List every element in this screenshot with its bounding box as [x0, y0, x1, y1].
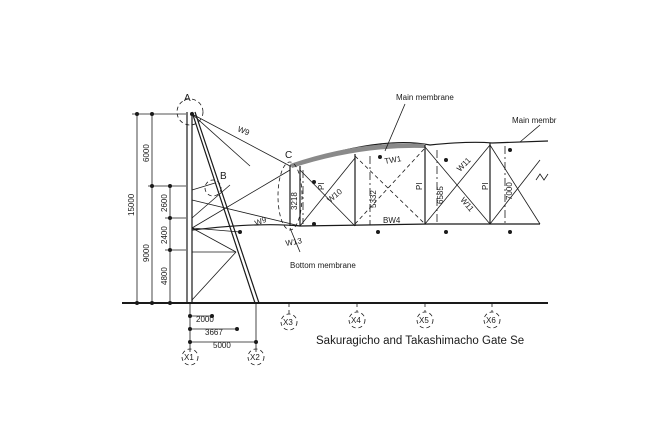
- callout-b-label: B: [220, 171, 227, 182]
- cable-a: [191, 113, 251, 167]
- main-membrane-label: Main membrane: [396, 93, 454, 102]
- callout-circle-b: [204, 179, 222, 197]
- dim-9000: 9000: [142, 244, 151, 262]
- grid-marker-x5: X5: [416, 311, 434, 329]
- node: [376, 230, 380, 234]
- dim-tick: [188, 340, 192, 344]
- dim-3667: 3667: [205, 328, 223, 337]
- callout-circle-a: [176, 98, 204, 126]
- grid-marker-x6: X6: [483, 311, 501, 329]
- dim-tick: [235, 327, 239, 331]
- member-w9-top: W9: [236, 125, 251, 138]
- node: [190, 112, 194, 116]
- member-w13: W13: [285, 236, 303, 248]
- grid-x6-label: X6: [486, 316, 496, 325]
- member-w11-low: W11: [458, 196, 475, 214]
- grid-marker-x1: X1: [181, 348, 199, 366]
- dim-tick: [188, 314, 192, 318]
- x-brace: [299, 169, 356, 227]
- cable-w9-top: [191, 113, 291, 167]
- dim-7000: 7000: [505, 182, 514, 200]
- member-w10: W10: [326, 187, 345, 205]
- dim-tick: [150, 301, 154, 305]
- x-brace: [424, 146, 491, 225]
- diagonal: [191, 199, 301, 227]
- dim-2400: 2400: [160, 226, 169, 244]
- x-brace: [354, 155, 426, 225]
- dim-tick: [188, 327, 192, 331]
- dim-5332: 5332: [369, 190, 378, 208]
- node: [238, 230, 242, 234]
- mast-brace: [191, 227, 237, 253]
- x-brace: [489, 159, 541, 225]
- x-brace: [299, 157, 356, 227]
- node: [444, 230, 448, 234]
- dim-3218: 3218: [290, 192, 299, 210]
- dim-5000: 5000: [213, 341, 231, 350]
- leader-main-membrane: [384, 103, 406, 152]
- callout-a-label: A: [184, 93, 191, 104]
- node: [508, 230, 512, 234]
- x-brace: [489, 144, 541, 225]
- dim-tick: [135, 112, 139, 116]
- node: [508, 148, 512, 152]
- dim-6000: 6000: [142, 144, 151, 162]
- mast-brace: [191, 184, 231, 219]
- grid-x1-label: X1: [184, 353, 194, 362]
- leader-bottom-membrane: [289, 227, 301, 253]
- dim-4800: 4800: [160, 267, 169, 285]
- dim-2000: 2000: [196, 315, 214, 324]
- dim-tick: [168, 216, 172, 220]
- dim-tick: [210, 314, 214, 318]
- dim-tick: [150, 112, 154, 116]
- grid-x2-label: X2: [250, 353, 260, 362]
- member-w11-top: W11: [455, 155, 473, 173]
- grid-x5-label: X5: [419, 316, 429, 325]
- dim-tick: [254, 340, 258, 344]
- node: [312, 222, 316, 226]
- drawing-title: Sakuragicho and Takashimacho Gate Se: [316, 335, 524, 347]
- dim-6585: 6585: [436, 186, 445, 204]
- dim-2600: 2600: [160, 194, 169, 212]
- main-membrane-hatch: [290, 143, 425, 168]
- mast-brace: [191, 182, 216, 191]
- dim-tick: [135, 301, 139, 305]
- x-brace: [424, 144, 491, 225]
- member-bw4: BW4: [383, 216, 401, 225]
- grid-x4-label: X4: [351, 316, 361, 325]
- dim-tick: [168, 248, 172, 252]
- dim-15000: 15000: [127, 193, 136, 216]
- mast-brace: [191, 251, 237, 301]
- member-pi-3: PI: [481, 182, 490, 190]
- member-pi-2: PI: [415, 182, 424, 190]
- bottom-membrane-label: Bottom membrane: [290, 261, 356, 270]
- main-membrane-label-2: Main membr: [512, 116, 557, 125]
- node: [444, 158, 448, 162]
- lower-chord: [191, 223, 540, 231]
- callout-ellipse-c: [277, 161, 303, 231]
- grid-marker-x4: X4: [348, 311, 366, 329]
- grid-marker-x2: X2: [247, 348, 265, 366]
- member-tw1: TW1: [384, 154, 403, 166]
- grid-marker-x3: X3: [280, 313, 298, 331]
- member-w9-low: W9: [253, 215, 268, 228]
- member-pi-1: PI: [317, 182, 326, 190]
- dim-tick: [150, 184, 154, 188]
- dim-tick: [168, 184, 172, 188]
- node: [378, 155, 382, 159]
- grid-x3-label: X3: [283, 318, 293, 327]
- break-mark: [535, 173, 549, 181]
- x-brace: [354, 147, 426, 225]
- callout-c-label: C: [285, 150, 292, 161]
- dim-tick: [168, 301, 172, 305]
- leader-main-membrane-2: [519, 124, 541, 143]
- node: [312, 180, 316, 184]
- diagonal-w10: [191, 169, 291, 229]
